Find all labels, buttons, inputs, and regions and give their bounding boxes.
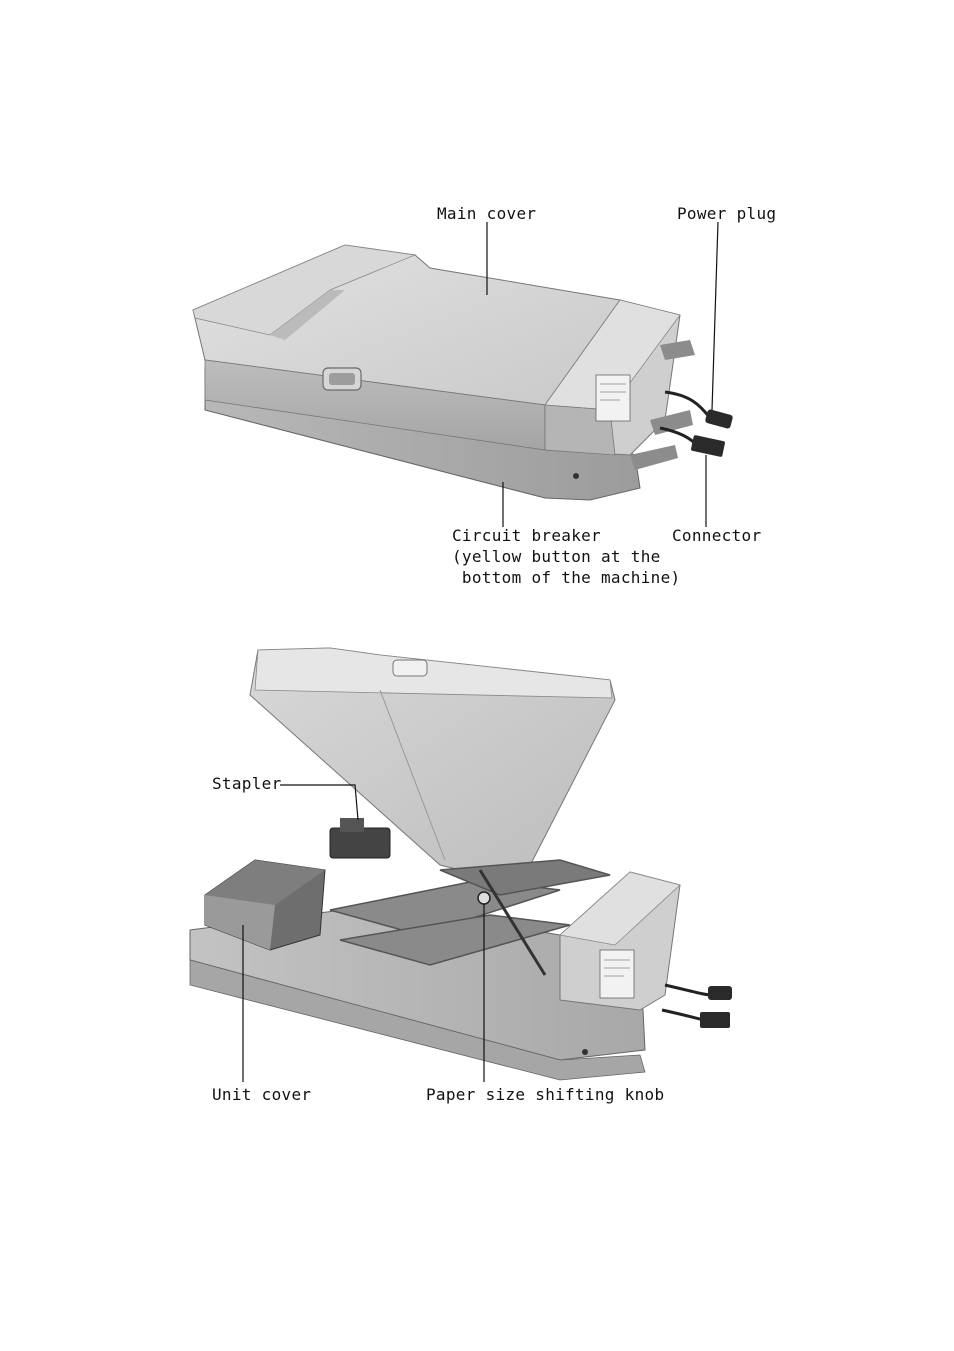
opened-lid <box>249 647 616 886</box>
lid-handle <box>392 659 428 677</box>
paper-size-shifting-knob-label: Paper size shifting knob <box>426 1085 665 1104</box>
circuit-breaker-label: Circuit breaker <box>452 526 601 545</box>
stapler-label: Stapler <box>212 774 282 793</box>
power-plug-leader <box>711 221 719 411</box>
paper-size-shifting-knob <box>477 891 491 905</box>
stapler-unit <box>329 827 391 859</box>
open-base-tray <box>189 904 646 1061</box>
unit-cover <box>204 859 326 951</box>
warning-sticker <box>595 374 631 422</box>
circuit-breaker-note-line-2: bottom of the machine) <box>452 568 681 587</box>
closed-machine-illustration <box>192 221 733 527</box>
circuit-breaker-note-line-1: (yellow button at the <box>452 547 661 566</box>
power-plug-label: Power plug <box>677 204 777 223</box>
main-cover-label: Main cover <box>437 204 537 223</box>
stapler-leader <box>280 784 359 821</box>
power-plug <box>705 409 733 429</box>
warning-sticker-open <box>599 949 635 999</box>
paper-rails <box>329 859 611 966</box>
connector-plug <box>691 435 725 457</box>
unit-cover-label: Unit cover <box>212 1085 312 1104</box>
right-end-block-open <box>559 871 681 1011</box>
connector-label: Connector <box>672 526 762 545</box>
